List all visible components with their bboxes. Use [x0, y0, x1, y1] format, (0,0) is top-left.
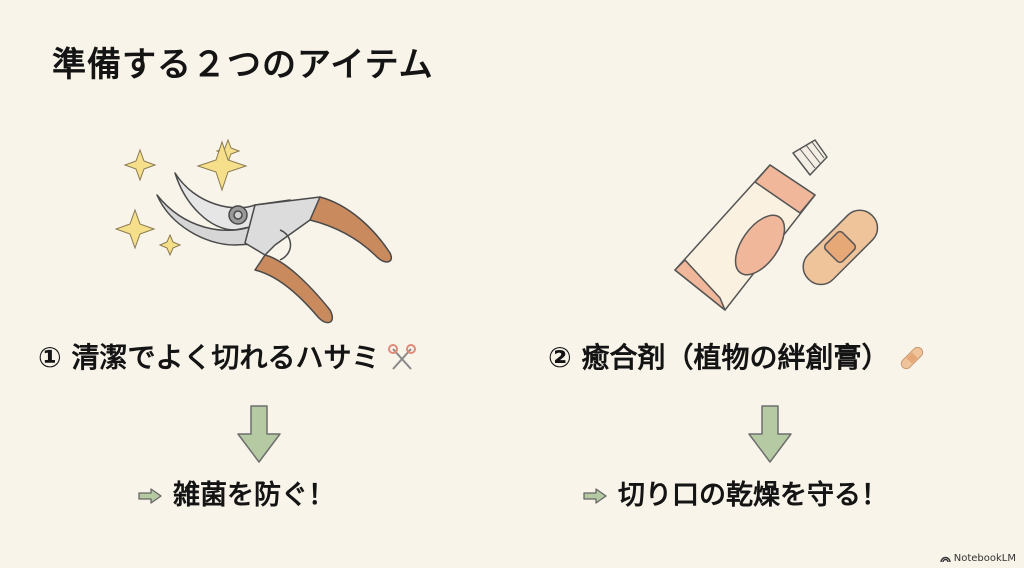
down-arrow-icon — [748, 405, 792, 463]
brand-label: NotebookLM — [953, 553, 1016, 564]
sparkle-icon — [115, 138, 248, 257]
item-1-result-text: 雑菌を防ぐ！ — [173, 480, 335, 511]
item-1-heading-text: ① 清潔でよく切れるハサミ — [38, 341, 380, 374]
down-arrow-icon — [237, 405, 281, 463]
notebooklm-logo-icon — [940, 556, 951, 563]
item-2-heading-text: ② 癒合剤（植物の絆創膏） — [548, 341, 890, 374]
item-2-heading: ② 癒合剤（植物の絆創膏） — [548, 343, 927, 373]
right-arrow-icon — [138, 487, 162, 504]
right-arrow-icon — [583, 487, 607, 504]
pruning-shears-illustration — [115, 138, 392, 324]
item-2-result-text: 切り口の乾燥を守る！ — [618, 480, 888, 511]
page-title: 準備する２つのアイテム — [52, 45, 434, 85]
notebooklm-watermark: NotebookLM — [940, 553, 1016, 564]
item-1-heading: ① 清潔でよく切れるハサミ — [38, 343, 417, 373]
scissors-icon — [388, 344, 417, 370]
item-1-result: 雑菌を防ぐ！ — [137, 482, 335, 509]
bandage-icon — [901, 346, 924, 370]
item-2-result: 切り口の乾燥を守る！ — [582, 482, 888, 509]
healing-agent-illustration — [674, 139, 879, 311]
